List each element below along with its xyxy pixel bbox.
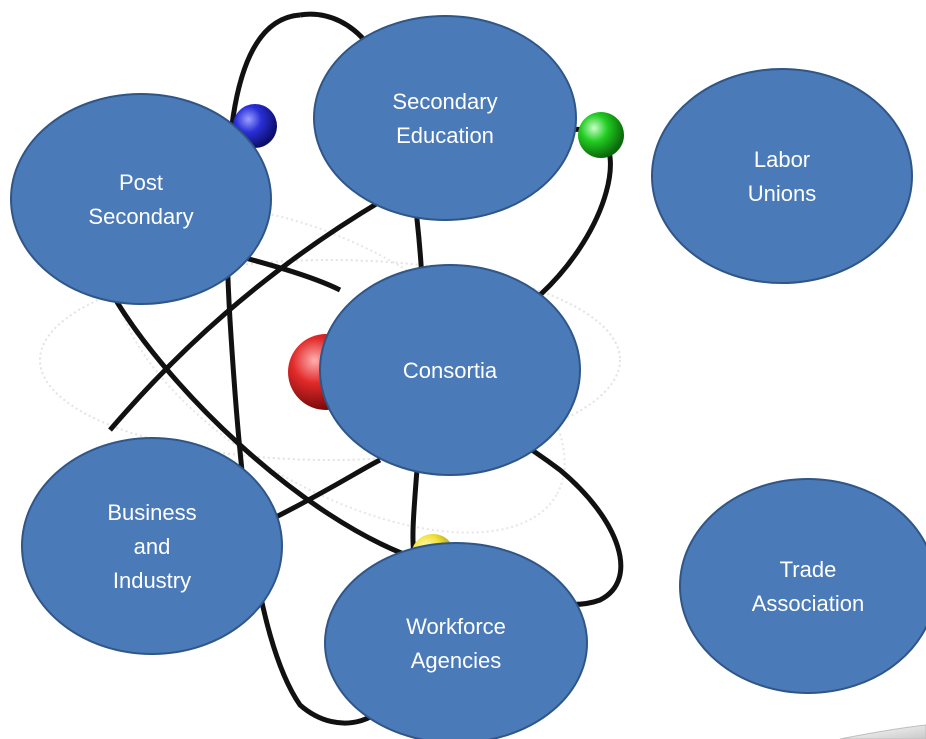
node-label: Business [107,500,196,525]
node-ellipse [324,542,588,739]
node-label: Industry [113,568,191,593]
node-label: Secondary [88,204,193,229]
node-ellipse [313,15,577,221]
node-label: Trade [780,557,837,582]
node-label: Association [752,591,865,616]
orbit-line [268,457,382,523]
electron-green [578,112,624,158]
nodes-layer: SecondaryEducationPostSecondaryLaborUnio… [10,15,926,739]
node-label: Workforce [406,614,506,639]
node-label: Labor [754,147,810,172]
atom-shadow-ring [114,206,566,534]
orbit-line [299,11,427,561]
node-label: Secondary [392,89,497,114]
node-label: Unions [748,181,816,206]
atom-shadow-ring [39,259,621,461]
node-ellipse [651,68,913,284]
node-label: Post [119,170,163,195]
node-label: and [134,534,171,559]
node-ellipse [21,437,283,655]
node-ellipse [679,478,926,694]
node-ellipse [10,93,272,305]
page-curl [839,724,926,739]
node-label: Education [396,123,494,148]
node-label: Agencies [411,648,502,673]
node-ellipse [319,264,581,476]
node-consortia: Consortia [319,264,581,476]
node-label: Consortia [403,358,498,383]
